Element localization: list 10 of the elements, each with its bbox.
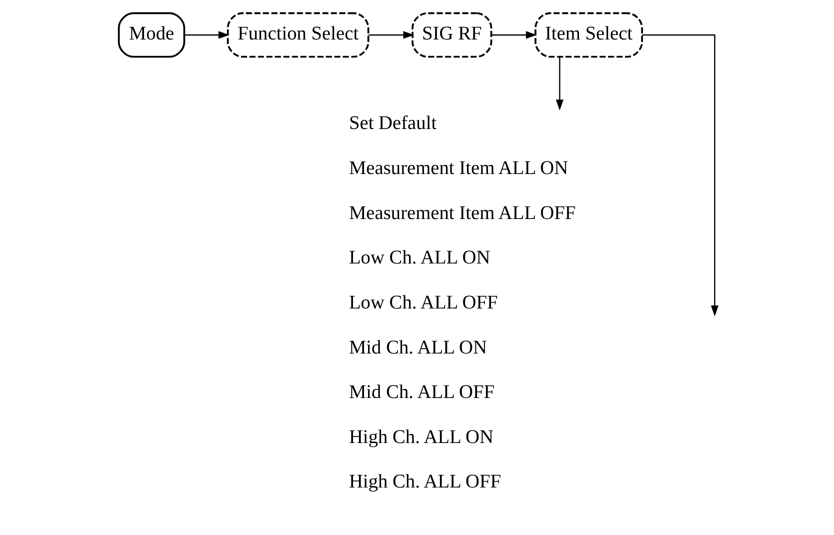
arrow	[491, 31, 537, 39]
node-text: Set Default Measurement Item ALL ON Measurement Item ALL OFF Low Ch. ALL ON Low Ch. ALL OFF Mid Ch. ALL ON Mid Ch. ALL OFF High Ch. ALL ON High Ch. ALL OFF	[348, 113, 576, 493]
arrow	[556, 56, 564, 110]
node-box: Mode	[118, 12, 186, 58]
node-box: SIG RF	[412, 12, 492, 58]
node-box: Item Select	[534, 12, 643, 58]
arrow	[368, 31, 414, 39]
node-box: Function Select	[226, 12, 370, 58]
arrow	[184, 31, 230, 39]
arrow	[642, 34, 719, 316]
